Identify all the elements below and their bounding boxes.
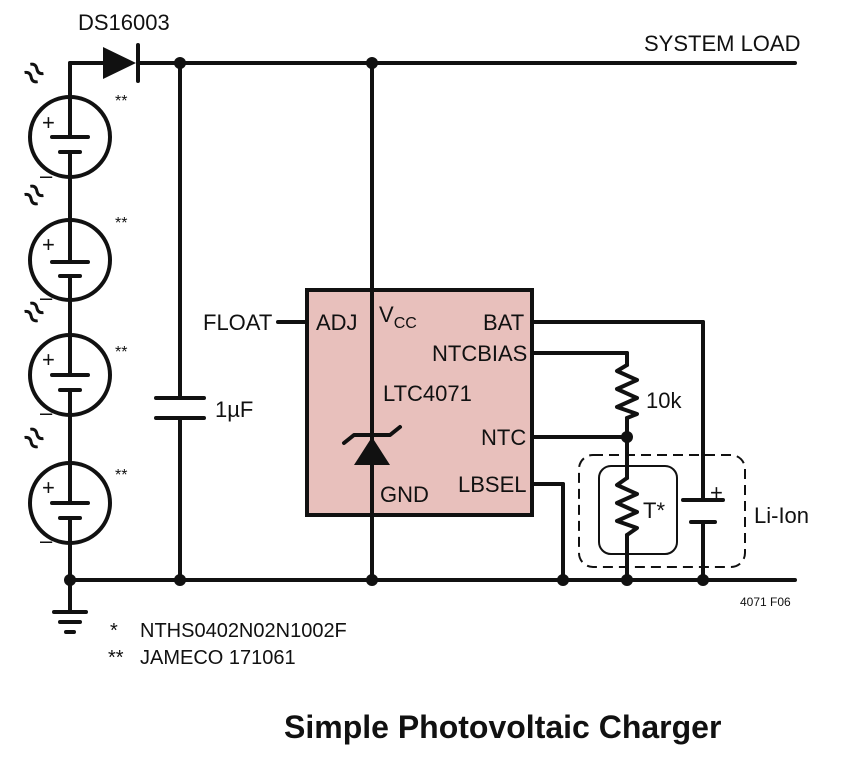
cell-minus: – — [40, 163, 53, 188]
cell-mark: ** — [115, 467, 127, 484]
cell-plus: + — [42, 232, 55, 257]
cell-mark: ** — [115, 344, 127, 361]
figure-id: 4071 F06 — [740, 595, 791, 609]
footnotes: * NTHS0402N02N1002F ** JAMECO 171061 — [108, 620, 347, 669]
pin-lbsel: LBSEL — [458, 472, 527, 497]
wires — [68, 61, 797, 612]
battery-plus: + — [710, 480, 723, 505]
pin-bat: BAT — [483, 310, 524, 335]
solar-cell-3: + – ** — [24, 301, 127, 425]
footnote-text-2: JAMECO 171061 — [140, 647, 296, 669]
pin-adj: ADJ — [316, 310, 358, 335]
ground-icon — [52, 610, 88, 634]
cell-plus: + — [42, 347, 55, 372]
diode-label: DS16003 — [78, 10, 170, 35]
thermistor-label: T* — [643, 498, 665, 523]
pin-gnd: GND — [380, 482, 429, 507]
cell-minus: – — [40, 528, 53, 553]
capacitor-label: 1µF — [215, 397, 253, 422]
cell-mark: ** — [115, 215, 127, 232]
cell-plus: + — [42, 110, 55, 135]
junction-dots — [64, 57, 709, 586]
resistor-label: 10k — [646, 388, 682, 413]
resistor-10k: 10k — [615, 363, 682, 420]
solar-cell-2: + – ** — [24, 184, 127, 310]
pin-vcc: VCC — [379, 302, 417, 332]
solar-cell-4: + – ** — [24, 427, 127, 559]
cell-plus: + — [42, 475, 55, 500]
battery-label: Li-Ion — [754, 503, 809, 528]
footnote-mark-1: * — [110, 620, 118, 642]
cell-mark: ** — [115, 93, 127, 110]
cell-minus: – — [40, 285, 53, 310]
float-label: FLOAT — [203, 310, 272, 335]
system-load-label: SYSTEM LOAD — [644, 31, 800, 56]
diagram-title: Simple Photovoltaic Charger — [284, 709, 721, 745]
diode-ds16003: DS16003 — [78, 10, 170, 83]
footnote-mark-2: ** — [108, 647, 124, 669]
capacitor-1uf: 1µF — [154, 396, 253, 422]
chip-name: LTC4071 — [383, 381, 472, 406]
cell-minus: – — [40, 400, 53, 425]
pin-ntc: NTC — [481, 425, 526, 450]
solar-cell-1: + – ** — [24, 62, 127, 188]
pin-ntcbias: NTCBIAS — [432, 341, 527, 366]
footnote-text-1: NTHS0402N02N1002F — [140, 620, 347, 642]
battery-pack: T* + Li-Ion — [578, 454, 809, 568]
ltc4071-chip: ADJ VCC BAT NTCBIAS LTC4071 NTC LBSEL GN… — [305, 288, 534, 517]
